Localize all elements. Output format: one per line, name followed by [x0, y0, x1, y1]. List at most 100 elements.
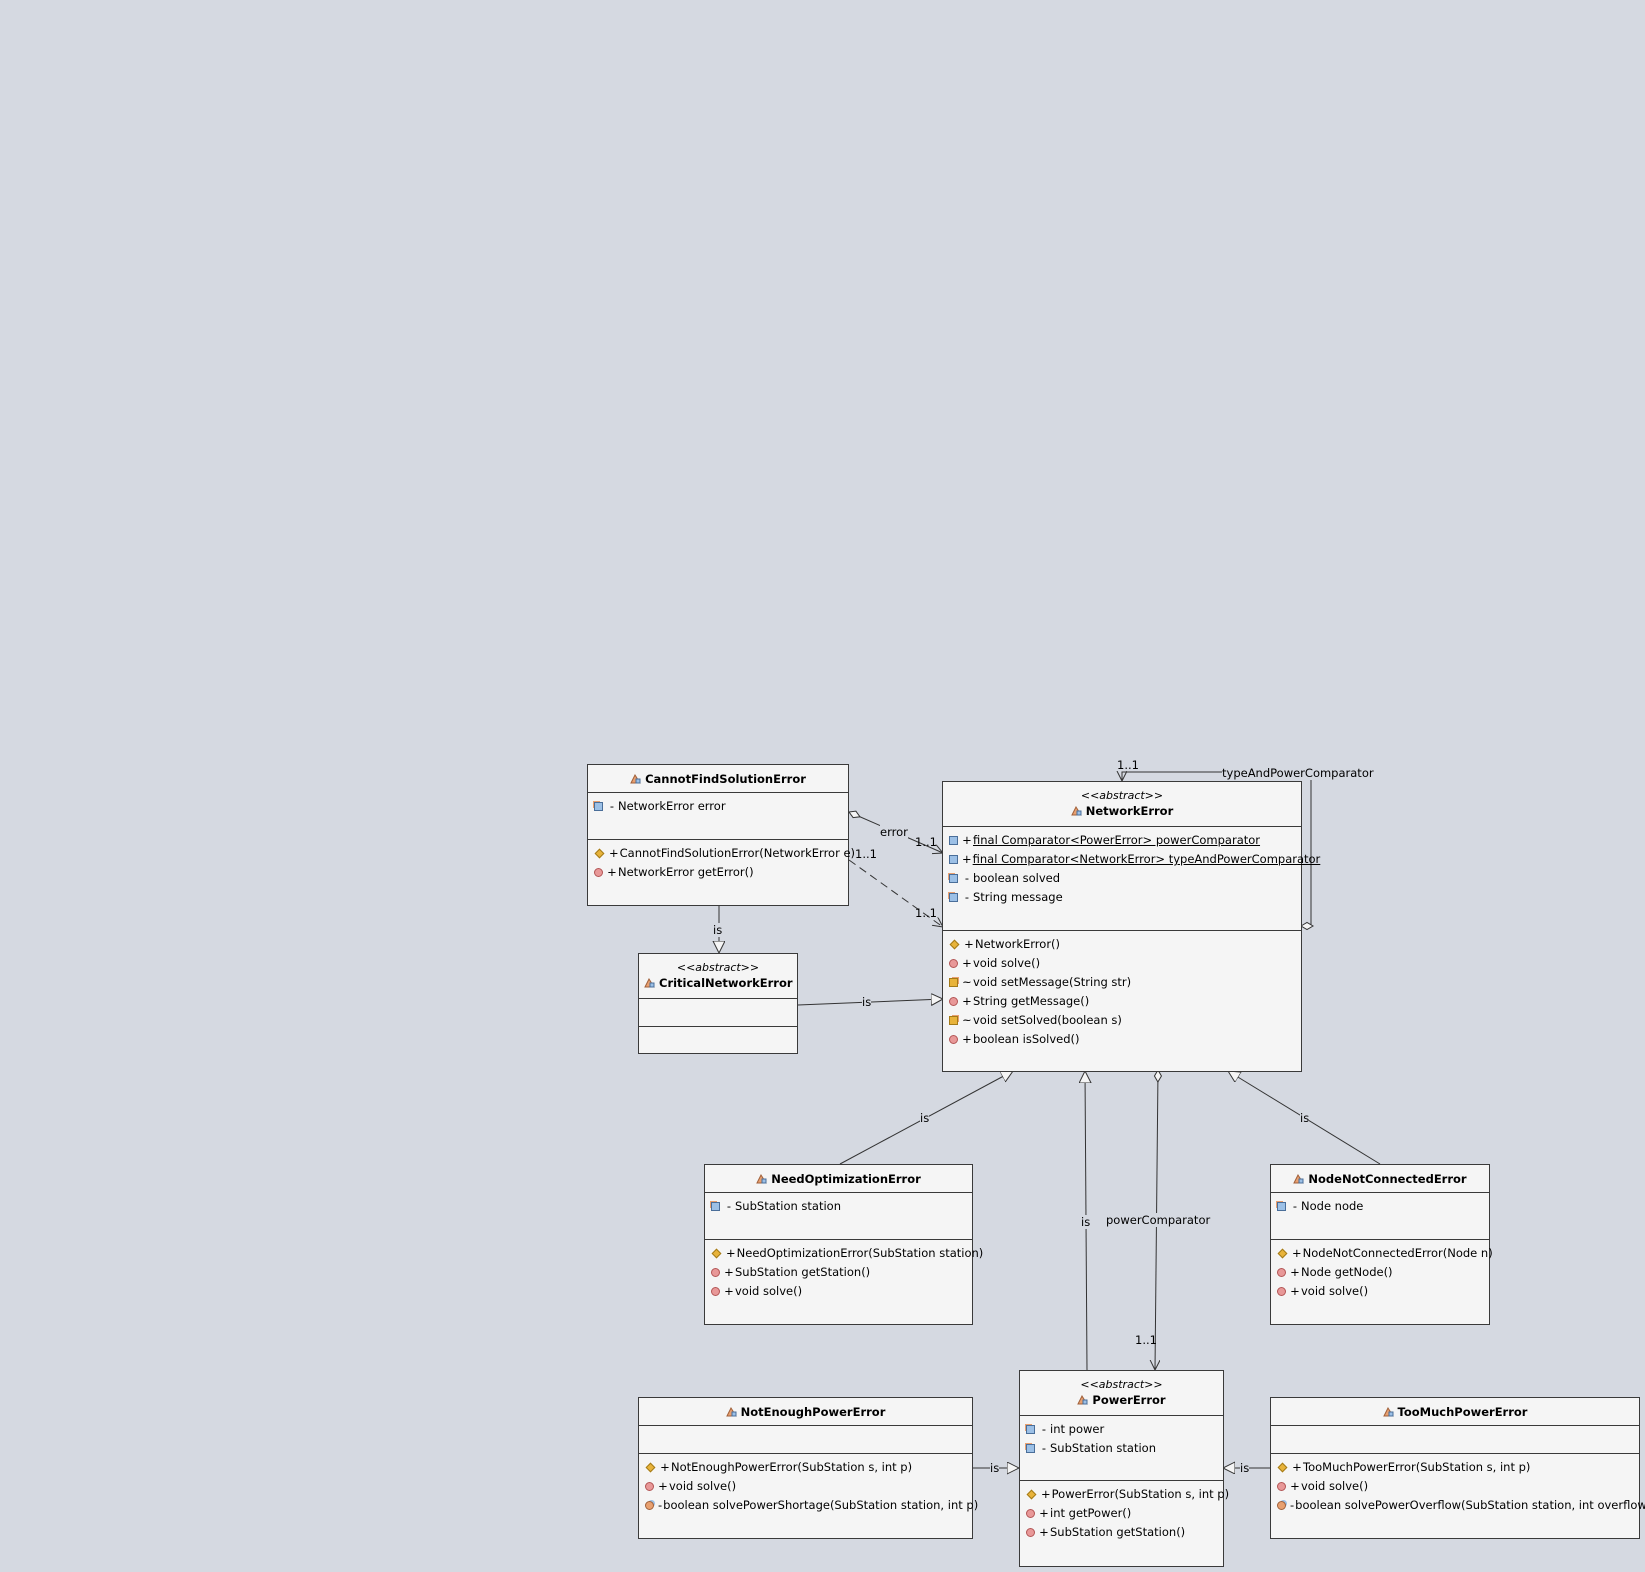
- class-name: CriticalNetworkError: [639, 975, 797, 991]
- class-icon: [630, 773, 641, 783]
- private-field-icon: [1026, 1425, 1035, 1434]
- method-row: -boolean solvePowerShortage(SubStation s…: [645, 1496, 978, 1515]
- edge-label-is: is: [920, 1111, 930, 1125]
- class-name: CannotFindSolutionError: [588, 771, 848, 787]
- public-method-icon: [1277, 1287, 1286, 1296]
- class-powererror[interactable]: <<abstract>> PowerError -int power -SubS…: [1019, 1370, 1229, 1567]
- attributes-section: -NetworkError error: [588, 793, 848, 840]
- class-nodenotconnectederror[interactable]: NodeNotConnectedError -Node node +NodeNo…: [1270, 1164, 1493, 1325]
- method-row: +NetworkError getError(): [594, 863, 848, 882]
- edge-multiplicity: 1..1: [1117, 758, 1139, 772]
- method-row: +SubStation getStation(): [1026, 1523, 1223, 1542]
- class-name: NodeNotConnectedError: [1271, 1171, 1489, 1187]
- public-method-icon: [949, 997, 958, 1006]
- class-icon: [1077, 1395, 1089, 1405]
- method-row: -boolean solvePowerOverflow(SubStation s…: [1277, 1496, 1645, 1515]
- constructor-icon: [949, 939, 960, 950]
- attribute-row: -String message: [949, 888, 1301, 907]
- class-icon: [1293, 1173, 1305, 1183]
- method-row: +SubStation getStation(): [711, 1263, 972, 1282]
- methods-section: +CannotFindSolutionError(NetworkError e)…: [588, 840, 855, 882]
- constructor-icon: [1026, 1489, 1037, 1500]
- attributes-section: +final Comparator<PowerError> powerCompa…: [943, 827, 1320, 931]
- public-method-icon: [1026, 1528, 1035, 1537]
- method-row: +int getPower(): [1026, 1504, 1223, 1523]
- private-method-icon: [645, 1501, 654, 1510]
- methods-section: +PowerError(SubStation s, int p) +int ge…: [1020, 1481, 1229, 1542]
- method-row: +void solve(): [1277, 1477, 1639, 1496]
- edge-label-is: is: [1240, 1461, 1250, 1475]
- method-row: +NetworkError(): [949, 935, 1301, 954]
- class-name: PowerError: [1020, 1392, 1223, 1408]
- method-row: +PowerError(SubStation s, int p): [1026, 1485, 1229, 1504]
- edge-dependency: [848, 859, 943, 927]
- edge-multiplicity: 1..1: [1135, 1333, 1157, 1347]
- method-row: +NodeNotConnectedError(Node n): [1277, 1244, 1493, 1263]
- class-cannotfindsolutionerror[interactable]: CannotFindSolutionError -NetworkError er…: [587, 764, 855, 906]
- public-method-icon: [949, 1035, 958, 1044]
- class-name: NeedOptimizationError: [705, 1171, 972, 1187]
- method-row: +void solve(): [949, 954, 1301, 973]
- constructor-icon: [594, 848, 605, 859]
- edge-label-typeandpowercomparator: typeAndPowerComparator: [1222, 766, 1374, 780]
- constructor-icon: [1277, 1462, 1288, 1473]
- methods-section: +NodeNotConnectedError(Node n) +Node get…: [1271, 1240, 1493, 1301]
- methods-section: +NotEnoughPowerError(SubStation s, int p…: [639, 1454, 978, 1515]
- private-field-icon: [1277, 1202, 1286, 1211]
- method-row: +boolean isSolved(): [949, 1030, 1301, 1049]
- methods-section: +TooMuchPowerError(SubStation s, int p) …: [1271, 1454, 1645, 1515]
- static-field-icon: [949, 836, 958, 845]
- methods-section: +NeedOptimizationError(SubStation statio…: [705, 1240, 983, 1301]
- constructor-icon: [645, 1462, 656, 1473]
- attributes-section: -SubStation station: [705, 1193, 972, 1240]
- attribute-row: +final Comparator<NetworkError> typeAndP…: [949, 850, 1320, 869]
- class-icon: [725, 1406, 737, 1416]
- method-row: +String getMessage(): [949, 992, 1301, 1011]
- public-method-icon: [711, 1268, 720, 1277]
- edge-multiplicity: 1..1: [855, 847, 877, 861]
- edge-label-is: is: [713, 923, 723, 937]
- method-row: ~void setMessage(String str): [949, 973, 1301, 992]
- method-row: +void solve(): [711, 1282, 972, 1301]
- edge-label-is: is: [990, 1461, 1000, 1475]
- method-row: +TooMuchPowerError(SubStation s, int p): [1277, 1458, 1639, 1477]
- class-icon: [756, 1173, 768, 1183]
- attributes-section: [639, 1426, 972, 1454]
- class-needoptimizationerror[interactable]: NeedOptimizationError -SubStation statio…: [704, 1164, 983, 1325]
- methods-section: +NetworkError() +void solve() ~void setM…: [943, 931, 1301, 1049]
- edge-multiplicity: 1..1: [915, 835, 937, 849]
- class-icon: [644, 978, 655, 988]
- method-row: +NeedOptimizationError(SubStation statio…: [711, 1244, 983, 1263]
- public-method-icon: [711, 1287, 720, 1296]
- constructor-icon: [1277, 1248, 1288, 1259]
- class-toomuchpowererror[interactable]: TooMuchPowerError +TooMuchPowerError(Sub…: [1270, 1397, 1645, 1539]
- public-method-icon: [1277, 1482, 1286, 1491]
- edge-multiplicity: 1..1: [915, 906, 937, 920]
- attributes-section: -Node node: [1271, 1193, 1489, 1240]
- private-field-icon: [594, 802, 603, 811]
- class-notenoughpowererror[interactable]: NotEnoughPowerError +NotEnoughPowerError…: [638, 1397, 978, 1539]
- package-method-icon: [949, 978, 958, 987]
- attribute-row: -NetworkError error: [594, 797, 848, 816]
- methods-section: [639, 1027, 797, 1031]
- constructor-icon: [711, 1248, 722, 1259]
- class-name: NetworkError: [943, 803, 1301, 819]
- attributes-section: [1271, 1426, 1639, 1454]
- private-method-icon: [1277, 1501, 1286, 1510]
- class-criticalnetworkerror[interactable]: <<abstract>> CriticalNetworkError: [638, 953, 798, 1054]
- stereotype: <<abstract>>: [1080, 789, 1164, 802]
- public-method-icon: [1026, 1509, 1035, 1518]
- private-field-icon: [949, 893, 958, 902]
- private-field-icon: [949, 874, 958, 883]
- private-field-icon: [1026, 1444, 1035, 1453]
- stereotype: <<abstract>>: [676, 961, 760, 974]
- attributes-section: [639, 999, 797, 1027]
- edge-label-error: error: [880, 825, 908, 839]
- edge-label-is: is: [862, 995, 872, 1009]
- class-name: TooMuchPowerError: [1271, 1404, 1639, 1420]
- edge-label-is: is: [1300, 1111, 1310, 1125]
- stereotype: <<abstract>>: [1080, 1378, 1163, 1391]
- class-networkerror[interactable]: <<abstract>> NetworkError +final Compara…: [942, 781, 1320, 1072]
- attribute-row: -boolean solved: [949, 869, 1301, 888]
- edge-label-powercomparator: powerComparator: [1106, 1213, 1211, 1227]
